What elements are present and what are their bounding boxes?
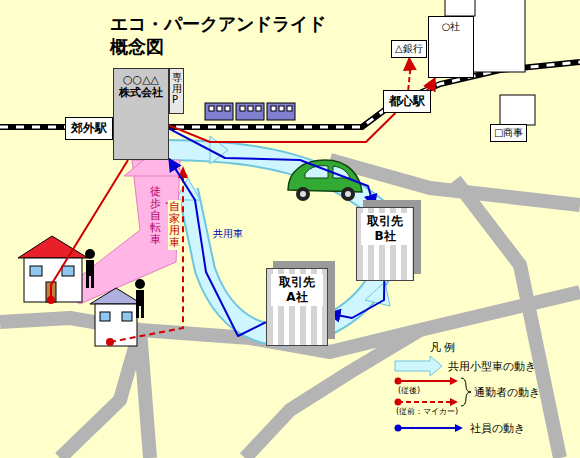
legend-item: 通勤者の動き [474, 385, 540, 400]
legend-text: 共用小型車の動き [448, 359, 536, 374]
route-label: 自家用車 [168, 200, 181, 250]
connector [408, 58, 410, 90]
connector [169, 113, 395, 142]
node-label: □商事 [494, 126, 523, 140]
road [60, 330, 140, 458]
route-label: 共用車 [212, 226, 244, 242]
bank-box: △銀行 [391, 40, 427, 58]
legend-note: (従後) [398, 385, 420, 396]
road [245, 330, 420, 458]
legend-item: 共用小型車の動き [448, 359, 536, 374]
legend-text: 通勤者の動き [474, 385, 540, 400]
node-label: 都心駅 [389, 93, 425, 110]
node-label: 郊外駅 [71, 120, 107, 137]
station-box: 都心駅 [383, 90, 431, 113]
legend-note: (従後) [398, 385, 420, 396]
route-label: 徒歩・自転車 [150, 186, 161, 246]
route-label: 共用車 [212, 226, 244, 242]
title: エコ・パークアンドライド 概念図 [110, 12, 342, 59]
title-block: エコ・パークアンドライド 概念図 [110, 12, 342, 59]
band-arrow [210, 136, 228, 164]
client-building: 取引先 A社 [266, 268, 328, 346]
road [455, 180, 560, 458]
legend-note: (従前：マイカー) [396, 406, 458, 417]
commuter-dot [106, 338, 114, 346]
connector [328, 281, 384, 318]
connector [169, 129, 374, 207]
train [205, 103, 295, 120]
client-building: 取引先 B社 [356, 207, 414, 281]
node-label: ○○△△株式会社 [118, 73, 164, 99]
station-box: 郊外駅 [65, 117, 113, 140]
node-label: △銀行 [395, 42, 423, 56]
connector [169, 159, 266, 336]
trading-box: □商事 [490, 124, 527, 142]
commuter-dot [47, 296, 55, 304]
band-arrow [365, 282, 390, 306]
person [85, 249, 145, 318]
legend-item: 社員の動き [470, 421, 525, 436]
node-label: 取引先 B社 [361, 213, 409, 245]
route-label: 自家用車 [168, 200, 181, 250]
legend-heading: 凡 例 [430, 340, 456, 355]
legend-heading: 凡 例 [430, 340, 456, 355]
legend-note: (従前：マイカー) [396, 406, 458, 417]
commuter-route [51, 160, 128, 300]
connector [427, 78, 436, 90]
house [18, 236, 142, 346]
route-label: 徒歩・自転車 [150, 186, 161, 246]
node-label: 専用P [172, 72, 182, 105]
parking-box: 専用P [169, 68, 184, 114]
node-label: ○社 [431, 20, 471, 34]
office-building: ○社 [428, 16, 474, 78]
legend-text: 社員の動き [470, 421, 525, 436]
car-route [110, 176, 183, 342]
company-building: ○○△△株式会社 [113, 68, 169, 160]
node-label: 取引先 A社 [271, 274, 323, 306]
